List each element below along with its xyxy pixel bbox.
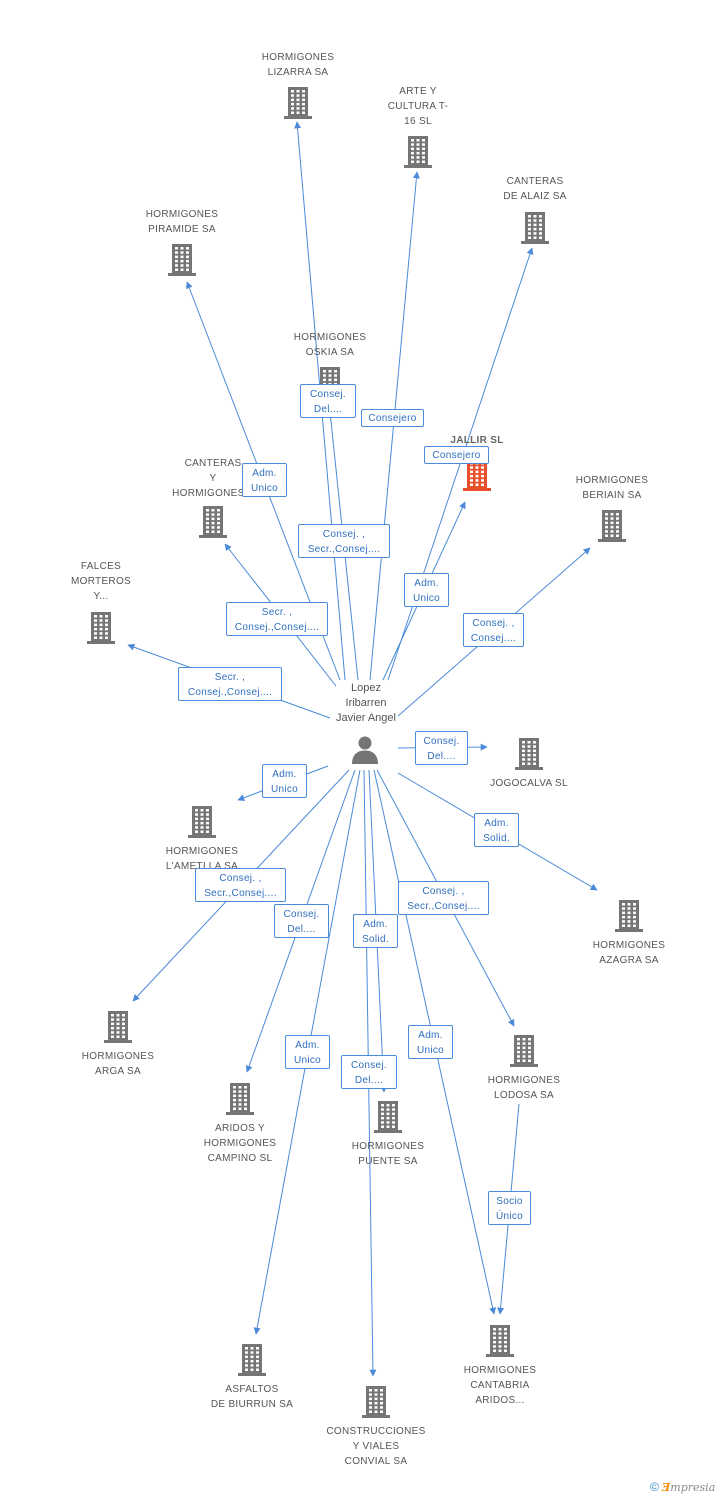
relation-label[interactable]: Adm. Unico (262, 764, 307, 798)
relation-label[interactable]: Consej. Del.... (341, 1055, 397, 1089)
company-label-hormigones-beriain[interactable]: HORMIGONES BERIAIN SA (575, 475, 649, 501)
company-label-hormigones-puente[interactable]: HORMIGONES PUENTE SA (351, 1141, 425, 1167)
relation-label[interactable]: Adm. Unico (242, 463, 287, 497)
building-icon[interactable] (187, 806, 217, 843)
company-label-jallir[interactable]: JALLIR SL (450, 435, 504, 446)
building-icon[interactable] (167, 244, 197, 281)
building-icon[interactable] (520, 212, 550, 249)
person-icon[interactable] (350, 735, 380, 770)
relation-label[interactable]: Secr. , Consej.,Consej.... (178, 667, 282, 701)
company-label-hormigones-lizarra[interactable]: HORMIGONES LIZARRA SA (261, 52, 335, 78)
relation-label[interactable]: Consej. Del.... (300, 384, 356, 418)
company-label-aridos-campino[interactable]: ARIDOS Y HORMIGONES CAMPINO SL (203, 1123, 277, 1164)
company-label-canteras-y-hormigones[interactable]: CANTERAS Y HORMIGONES... (172, 458, 254, 499)
relation-label[interactable]: Secr. , Consej.,Consej.... (226, 602, 328, 636)
company-label-jogocalva[interactable]: JOGOCALVA SL (490, 778, 568, 789)
relation-label[interactable]: Consej. , Secr.,Consej.... (298, 524, 390, 558)
company-label-hormigones-lametlla[interactable]: HORMIGONES L'AMETLLA SA (165, 846, 239, 872)
relation-label[interactable]: Consej. , Secr.,Consej.... (398, 881, 489, 915)
building-icon[interactable] (462, 459, 492, 496)
company-label-hormigones-cantabria[interactable]: HORMIGONES CANTABRIA ARIDOS... (463, 1365, 537, 1406)
building-icon[interactable] (237, 1344, 267, 1381)
relation-label[interactable]: Consej. , Secr.,Consej.... (195, 868, 286, 902)
company-label-falces-morteros[interactable]: FALCES MORTEROS Y... (71, 561, 131, 602)
relation-label[interactable]: Adm. Unico (408, 1025, 453, 1059)
building-icon[interactable] (373, 1101, 403, 1138)
relation-label[interactable]: Adm. Solid. (474, 813, 519, 847)
relation-label[interactable]: Adm. Solid. (353, 914, 398, 948)
footer-brand: © Ǝmpresia (650, 1480, 715, 1494)
copyright-icon: © (650, 1480, 659, 1494)
company-label-canteras-de-alaiz[interactable]: CANTERAS DE ALAIZ SA (503, 176, 567, 202)
building-icon[interactable] (514, 738, 544, 775)
company-label-hormigones-azagra[interactable]: HORMIGONES AZAGRA SA (592, 940, 666, 966)
company-label-asfaltos-biurrun[interactable]: ASFALTOS DE BIURRUN SA (210, 1384, 294, 1410)
building-icon[interactable] (597, 510, 627, 547)
building-icon[interactable] (485, 1325, 515, 1362)
company-label-hormigones-arga[interactable]: HORMIGONES ARGA SA (81, 1051, 155, 1077)
relation-label[interactable]: Socio Único (488, 1191, 531, 1225)
relation-label[interactable]: Consej. , Consej.... (463, 613, 524, 647)
company-label-hormigones-piramide[interactable]: HORMIGONES PIRAMIDE SA (145, 209, 219, 235)
empresia-logo: Ǝmpresia (661, 1481, 716, 1494)
building-icon[interactable] (198, 506, 228, 543)
company-label-arte-y-cultura[interactable]: ARTE Y CULTURA T- 16 SL (387, 86, 449, 127)
building-icon[interactable] (403, 136, 433, 173)
building-icon[interactable] (283, 87, 313, 124)
relation-label[interactable]: Adm. Unico (404, 573, 449, 607)
company-label-hormigones-lodosa[interactable]: HORMIGONES LODOSA SA (487, 1075, 561, 1101)
person-name[interactable]: Lopez Iribarren Javier Angel (336, 682, 396, 724)
building-icon[interactable] (509, 1035, 539, 1072)
company-label-construcciones-convial[interactable]: CONSTRUCCIONES Y VIALES CONVIAL SA (326, 1426, 426, 1467)
relation-label[interactable]: Consej. Del.... (274, 904, 329, 938)
building-icon[interactable] (103, 1011, 133, 1048)
relation-label[interactable]: Consej. Del.... (415, 731, 468, 765)
building-icon[interactable] (361, 1386, 391, 1423)
relation-line (387, 247, 534, 681)
relation-label[interactable]: Adm. Unico (285, 1035, 330, 1069)
building-icon[interactable] (614, 900, 644, 937)
relation-label[interactable]: Consejero (424, 446, 489, 464)
building-icon[interactable] (86, 612, 116, 649)
building-icon[interactable] (225, 1083, 255, 1120)
relation-label[interactable]: Consejero (361, 409, 424, 427)
company-label-hormigones-oskia[interactable]: HORMIGONES OSKIA SA (293, 332, 367, 358)
